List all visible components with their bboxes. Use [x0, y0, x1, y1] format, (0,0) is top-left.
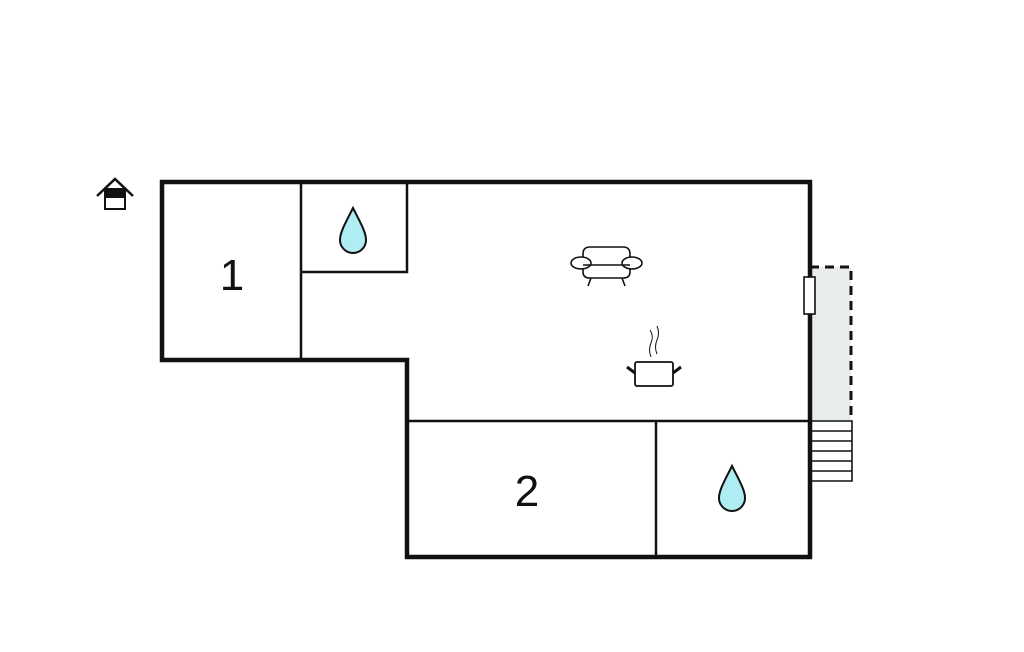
- stairs: [810, 420, 853, 482]
- exterior-walls: [159, 179, 813, 560]
- cooking-pot-icon: [626, 325, 682, 387]
- bathroom-drop-icon: [338, 205, 368, 254]
- terrace: [810, 265, 853, 421]
- interior-walls: [299, 182, 810, 557]
- window: [803, 276, 816, 315]
- entrance-icon: [96, 177, 134, 210]
- room-label-1: 1: [220, 251, 244, 300]
- bathroom-drop-icon: [717, 463, 747, 512]
- room-label-2: 2: [515, 467, 539, 516]
- sofa-icon: [570, 246, 643, 287]
